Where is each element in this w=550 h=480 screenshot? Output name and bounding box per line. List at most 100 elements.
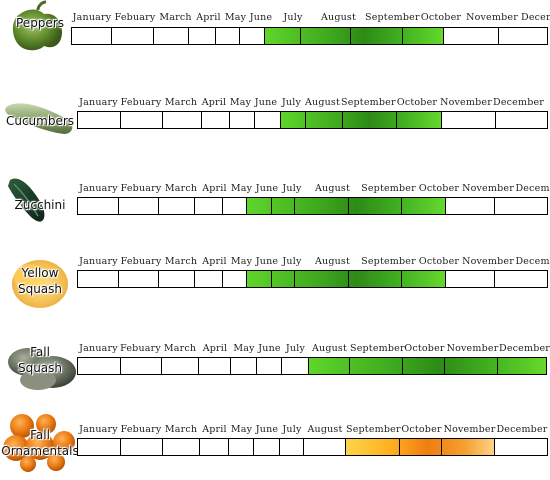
season-highlight xyxy=(247,198,446,214)
month-cell-febuary xyxy=(119,271,160,287)
month-label-october: October xyxy=(418,256,460,267)
pepper-icon xyxy=(2,0,78,60)
month-label-july: July xyxy=(282,183,302,194)
month-cell-july xyxy=(282,358,309,374)
month-cell-august xyxy=(301,28,352,44)
month-cell-march xyxy=(163,112,202,128)
month-cell-april xyxy=(195,198,224,214)
month-label-febuary: Febuary xyxy=(114,12,156,23)
month-cell-april xyxy=(199,358,232,374)
month-label-january: January xyxy=(72,12,112,23)
month-label-july: July xyxy=(285,343,306,354)
month-cell-may xyxy=(216,28,241,44)
crop-label: Squash xyxy=(17,282,63,296)
month-label-september: September xyxy=(361,183,416,194)
month-cell-may xyxy=(229,439,255,455)
month-cell-april xyxy=(195,271,224,287)
month-cell-june xyxy=(247,198,272,214)
month-cell-july xyxy=(272,271,295,287)
month-cell-january xyxy=(78,271,120,287)
month-cell-june xyxy=(257,358,283,374)
month-cell-december xyxy=(495,439,547,455)
month-cell-january xyxy=(78,439,121,455)
crop-label: Cucumbers xyxy=(5,114,75,128)
season-bar xyxy=(77,357,547,375)
season-highlight xyxy=(280,112,442,128)
zucchini-icon xyxy=(2,172,78,232)
month-label-june: June xyxy=(255,183,279,194)
month-label-june: June xyxy=(255,256,279,267)
month-label-november: November xyxy=(462,256,514,267)
month-label-june: June xyxy=(255,424,279,435)
month-cell-june xyxy=(240,28,265,44)
month-label-december: December xyxy=(515,183,550,194)
month-label-july: July xyxy=(282,256,302,267)
month-label-august: August xyxy=(307,424,343,435)
fall-ornamentals-icon xyxy=(2,412,78,472)
month-cell-march xyxy=(154,28,189,44)
month-label-april: April xyxy=(202,256,227,267)
season-highlight xyxy=(345,439,496,455)
month-label-august: August xyxy=(314,183,351,194)
month-label-september: September xyxy=(346,424,401,435)
month-label-september: September xyxy=(365,12,420,23)
month-cell-november xyxy=(445,358,499,374)
month-label-december: December xyxy=(496,424,548,435)
month-label-febuary: Febuary xyxy=(120,343,161,354)
month-cell-january xyxy=(78,358,121,374)
month-label-november: November xyxy=(446,343,499,354)
month-label-january: January xyxy=(79,343,118,354)
month-label-november: November xyxy=(466,12,518,23)
month-label-august: August xyxy=(320,12,357,23)
month-label-may: May xyxy=(233,343,255,354)
month-label-august: August xyxy=(314,256,351,267)
month-cell-january xyxy=(78,112,122,128)
month-label-april: April xyxy=(202,424,227,435)
crop-label: Zucchini xyxy=(14,198,66,212)
month-label-december: December xyxy=(499,343,550,354)
month-label-september: September xyxy=(361,256,416,267)
month-label-july: July xyxy=(282,424,302,435)
month-label-febuary: Febuary xyxy=(120,183,162,194)
month-cell-may xyxy=(230,112,255,128)
month-label-september: September xyxy=(350,343,405,354)
month-cell-september xyxy=(349,271,402,287)
month-label-july: July xyxy=(283,12,303,23)
month-label-november: November xyxy=(440,97,492,108)
month-label-november: November xyxy=(443,424,496,435)
month-label-febuary: Febuary xyxy=(120,424,162,435)
month-label-may: May xyxy=(224,12,247,23)
month-cell-october xyxy=(397,112,442,128)
month-label-march: March xyxy=(164,256,198,267)
month-label-may: May xyxy=(230,183,253,194)
month-label-may: May xyxy=(230,424,253,435)
month-cell-october xyxy=(402,271,446,287)
crop-label: Fall xyxy=(30,428,50,442)
yellow-squash-icon xyxy=(2,250,78,310)
month-cell-march xyxy=(159,271,196,287)
season-bar xyxy=(77,270,548,288)
crop-label: Peppers xyxy=(16,16,64,30)
month-cell-june xyxy=(247,271,272,287)
month-cell-october xyxy=(400,439,443,455)
month-cell-november xyxy=(446,271,496,287)
month-label-april: April xyxy=(202,343,228,354)
month-label-october: October xyxy=(420,12,462,23)
month-cell-september xyxy=(350,358,403,374)
month-label-june: June xyxy=(258,343,281,354)
month-cell-december xyxy=(495,271,547,287)
fall-squash-icon xyxy=(2,340,78,400)
month-cell-june xyxy=(255,112,281,128)
month-label-july: July xyxy=(281,97,302,108)
month-cell-september xyxy=(351,28,403,44)
month-label-april: April xyxy=(196,12,221,23)
season-highlight xyxy=(264,28,445,44)
month-cell-febuary xyxy=(121,358,162,374)
month-label-august: August xyxy=(304,97,341,108)
season-bar xyxy=(77,111,548,129)
crop-label: Squash xyxy=(17,361,63,375)
month-cell-september xyxy=(343,112,398,128)
